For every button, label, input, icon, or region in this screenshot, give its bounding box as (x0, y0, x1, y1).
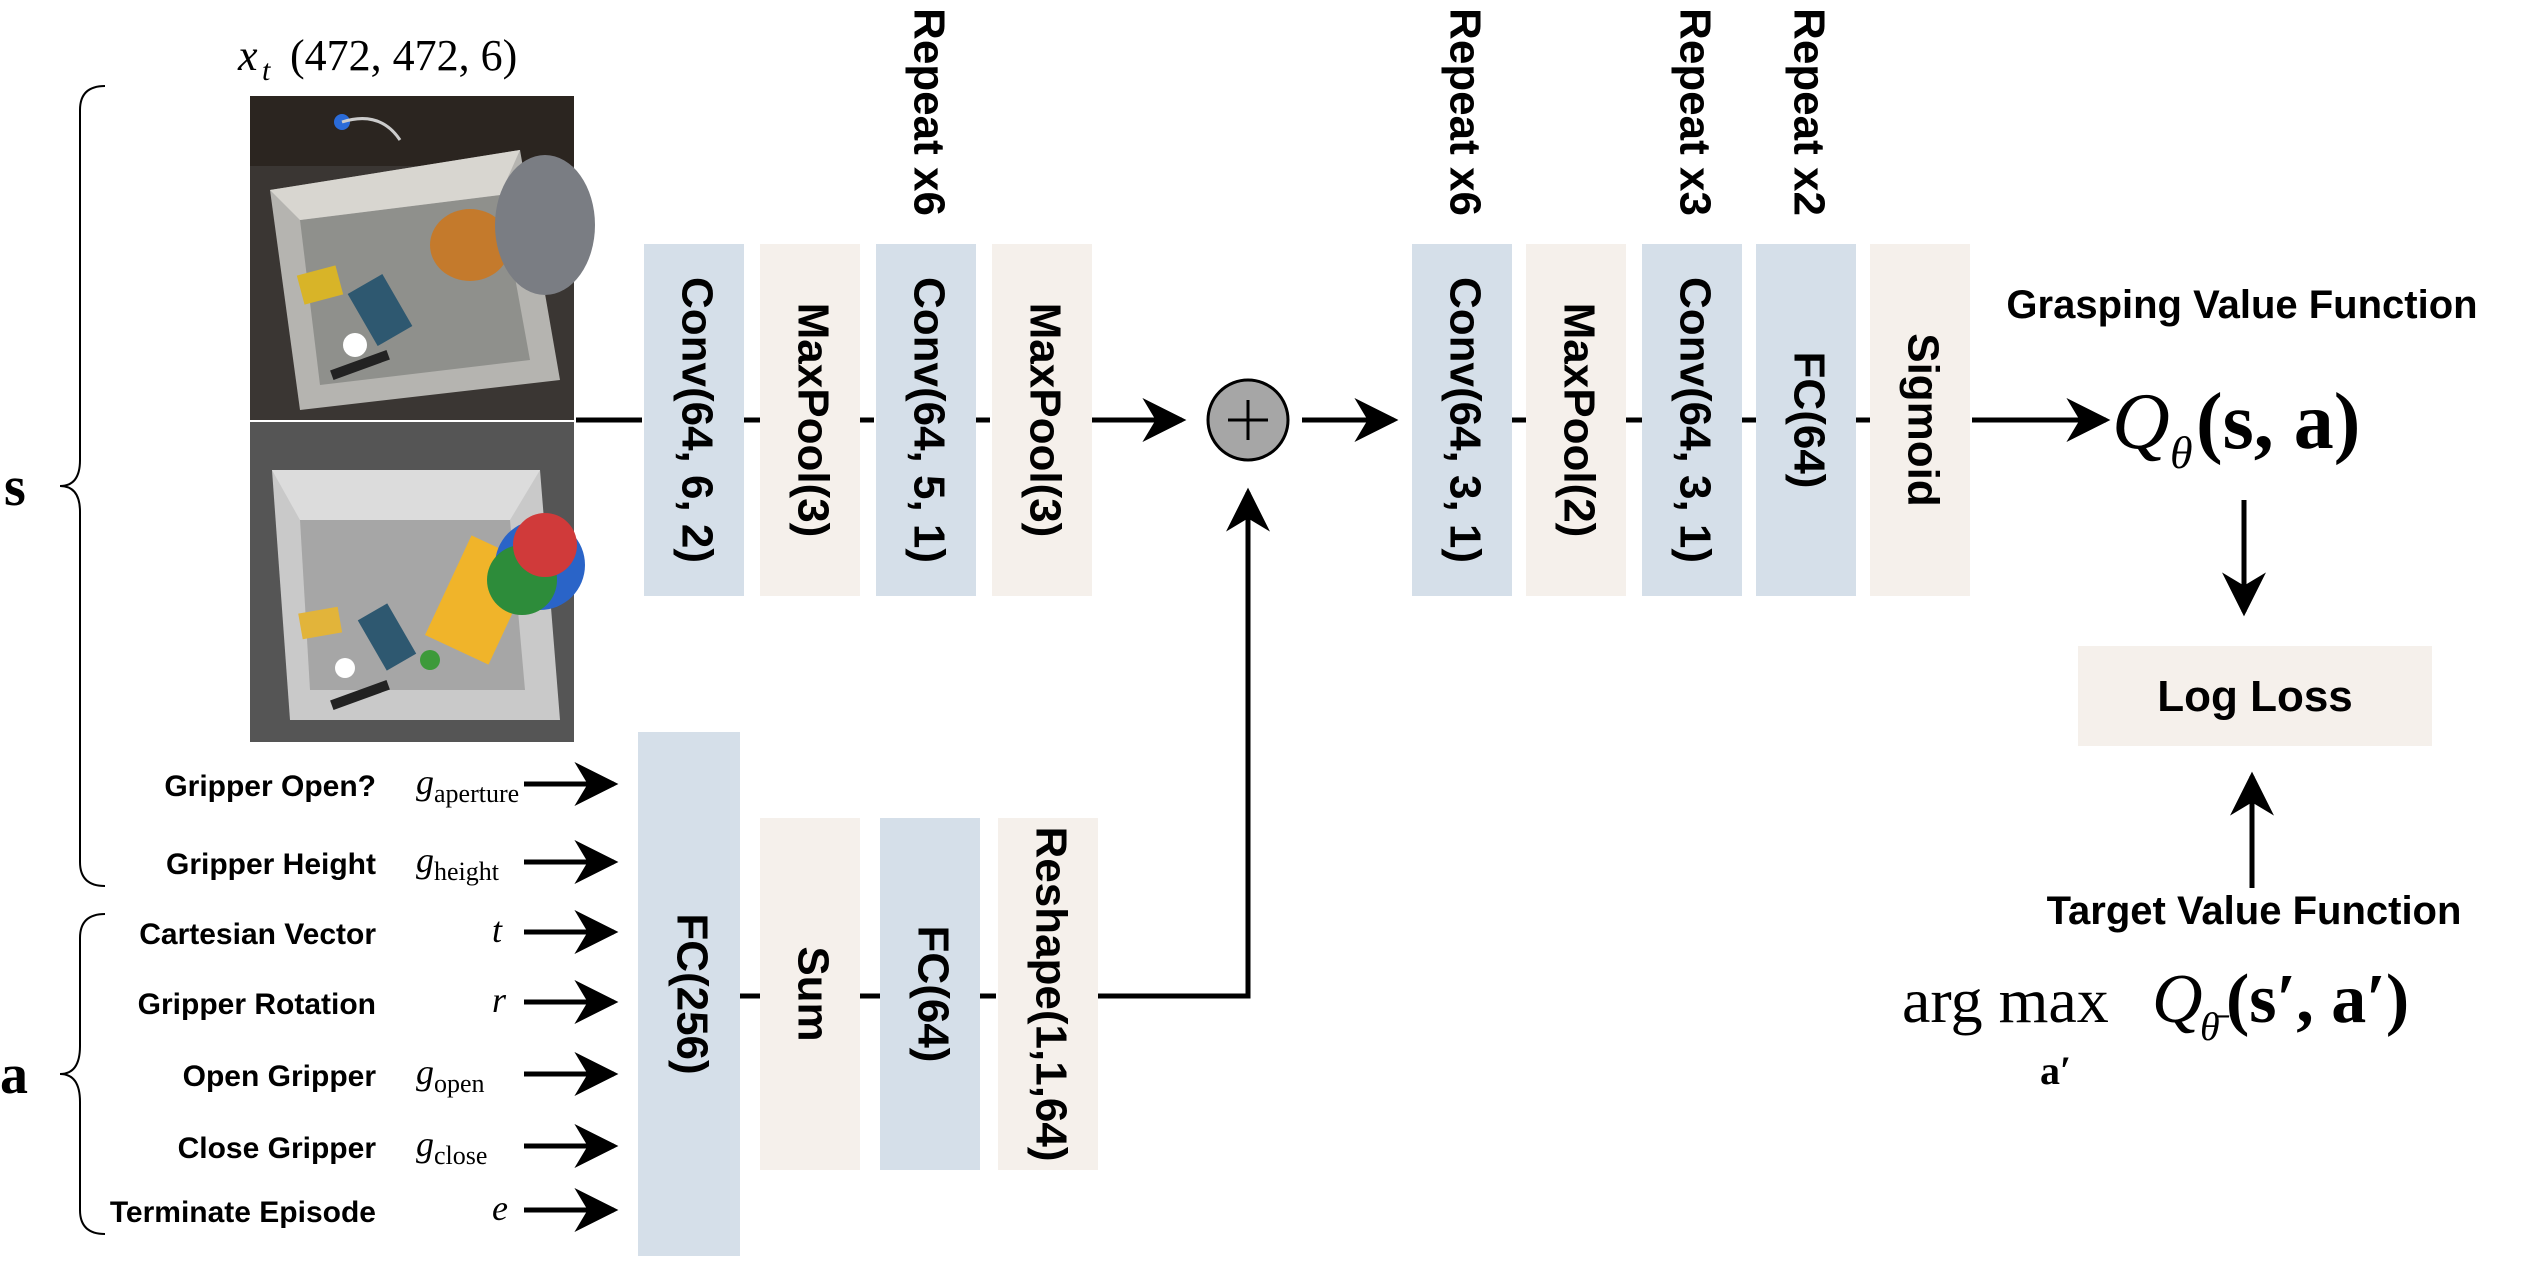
image-layer-4-label: MaxPool(3) (1020, 303, 1069, 538)
image-layer-4: MaxPool(3) (992, 244, 1092, 596)
input-label: Open Gripper (183, 1060, 377, 1093)
action-layer-3: FC(64) (880, 818, 980, 1170)
input-label: Terminate Episode (110, 1196, 376, 1229)
target-value-title: Target Value Function (2047, 889, 2462, 933)
input-symbol: g (416, 840, 434, 880)
network-layers: Conv(64, 6, 2) MaxPool(3) Conv(64, 5, 1) Re… (638, 8, 1970, 1256)
input-symbol: g (416, 762, 434, 802)
state-brace: s (4, 85, 106, 887)
image-layer-3-label: Conv(64, 5, 1) (904, 277, 953, 563)
image-label-sub: t (262, 54, 271, 87)
action-layer-4: Reshape(1,1,64) (998, 818, 1098, 1170)
target-formula-under: a′ (2040, 1048, 2071, 1093)
image-layer-4-box (992, 244, 1092, 596)
action-branch-connectors (740, 487, 1270, 999)
action-layer-3-box (880, 818, 980, 1170)
input-symbol-sub: height (434, 857, 500, 886)
image-label-shape: (472, 472, 6) (290, 31, 517, 80)
head-layer-1-box (1412, 244, 1512, 596)
merge-node (1206, 378, 1399, 462)
image-layer-2: MaxPool(3) (760, 244, 860, 596)
head-layer-1: Conv(64, 3, 1) Repeat x6 (1412, 8, 1512, 596)
target-formula: arg max Q θ̄ (s′, a′) a′ (1902, 961, 2409, 1093)
input-label: Gripper Open? (164, 770, 376, 803)
input-symbol-sub: close (434, 1141, 487, 1170)
head-layer-4-label: FC(64) (1784, 352, 1833, 489)
log-loss-box (2078, 646, 2432, 746)
head-layer-2-box (1526, 244, 1626, 596)
image-label: x t (472, 472, 6) (237, 31, 517, 87)
action-layer-1-label: FC(256) (667, 913, 716, 1074)
head-layer-5-label: Sigmoid (1898, 333, 1947, 507)
head-layer-2: MaxPool(2) (1526, 244, 1626, 596)
state-symbol: s (4, 456, 26, 518)
head-layer-5-box (1870, 244, 1970, 596)
head-layer-3-label: Conv(64, 3, 1) (1670, 277, 1719, 563)
image-layer-1-label: Conv(64, 6, 2) (672, 277, 721, 563)
head-layer-4-repeat: Repeat x2 (1784, 8, 1833, 216)
input-symbol-sub: aperture (434, 779, 519, 808)
q-formula-sub: θ (2170, 427, 2193, 478)
q-formula: Q θ (s, a) (2112, 378, 2360, 478)
target-formula-args: (s′, a′) (2226, 961, 2409, 1038)
target-formula-q: Q (2152, 961, 2203, 1038)
head-layer-4: FC(64) Repeat x2 (1756, 8, 1856, 596)
action-symbol: a (0, 1044, 28, 1106)
head-layer-3: Conv(64, 3, 1) Repeat x3 (1642, 8, 1742, 596)
image-layer-2-box (760, 244, 860, 596)
head-layer-1-repeat: Repeat x6 (1440, 8, 1489, 216)
action-layer-2: Sum (760, 818, 860, 1170)
q-formula-args: (s, a) (2196, 378, 2360, 466)
input-symbol: r (492, 980, 507, 1020)
action-layer-1-box (638, 732, 740, 1256)
head-layer-3-repeat: Repeat x3 (1670, 8, 1719, 216)
image-layer-3-repeat: Repeat x6 (904, 8, 953, 216)
simulated-image (250, 422, 585, 742)
action-layer-4-box (998, 818, 1098, 1170)
real-camera-image (250, 96, 595, 420)
head-layer-2-label: MaxPool(2) (1554, 303, 1603, 538)
target-formula-argmax: arg max (1902, 965, 2109, 1036)
action-brace: a (0, 913, 106, 1235)
input-symbol: t (492, 910, 503, 950)
log-loss-label: Log Loss (2157, 672, 2353, 721)
input-label: Cartesian Vector (139, 918, 376, 951)
input-row-4: Gripper Rotation r (138, 980, 619, 1024)
input-symbol: g (416, 1052, 434, 1092)
q-formula-q: Q (2112, 378, 2170, 466)
grasping-value-title: Grasping Value Function (2006, 283, 2477, 327)
image-layer-1-box (644, 244, 744, 596)
input-label: Gripper Rotation (138, 988, 376, 1021)
image-label-var: x (237, 31, 258, 80)
head-layer-1-label: Conv(64, 3, 1) (1440, 277, 1489, 563)
action-layer-3-label: FC(64) (908, 926, 957, 1063)
input-label: Close Gripper (178, 1132, 377, 1165)
head-layer-5: Sigmoid (1870, 244, 1970, 596)
image-layer-1: Conv(64, 6, 2) (644, 244, 744, 596)
input-row-7: Terminate Episode e (110, 1188, 619, 1232)
action-layer-4-label: Reshape(1,1,64) (1026, 826, 1075, 1161)
action-layer-2-box (760, 818, 860, 1170)
input-symbol: e (492, 1188, 508, 1228)
action-layer-1: FC(256) (638, 732, 740, 1256)
input-row-3: Cartesian Vector t (139, 910, 619, 954)
action-layer-2-label: Sum (788, 946, 837, 1041)
input-symbol-sub: open (434, 1069, 485, 1098)
image-layer-2-label: MaxPool(3) (788, 303, 837, 538)
head-layer-3-box (1642, 244, 1742, 596)
image-layer-3-box (876, 244, 976, 596)
output-section: Grasping Value Function Q θ (s, a) Log L… (1902, 283, 2478, 1093)
image-layer-3: Conv(64, 5, 1) Repeat x6 (876, 8, 976, 596)
input-symbol: g (416, 1124, 434, 1164)
input-label: Gripper Height (166, 848, 376, 881)
head-layer-4-box (1756, 244, 1856, 596)
